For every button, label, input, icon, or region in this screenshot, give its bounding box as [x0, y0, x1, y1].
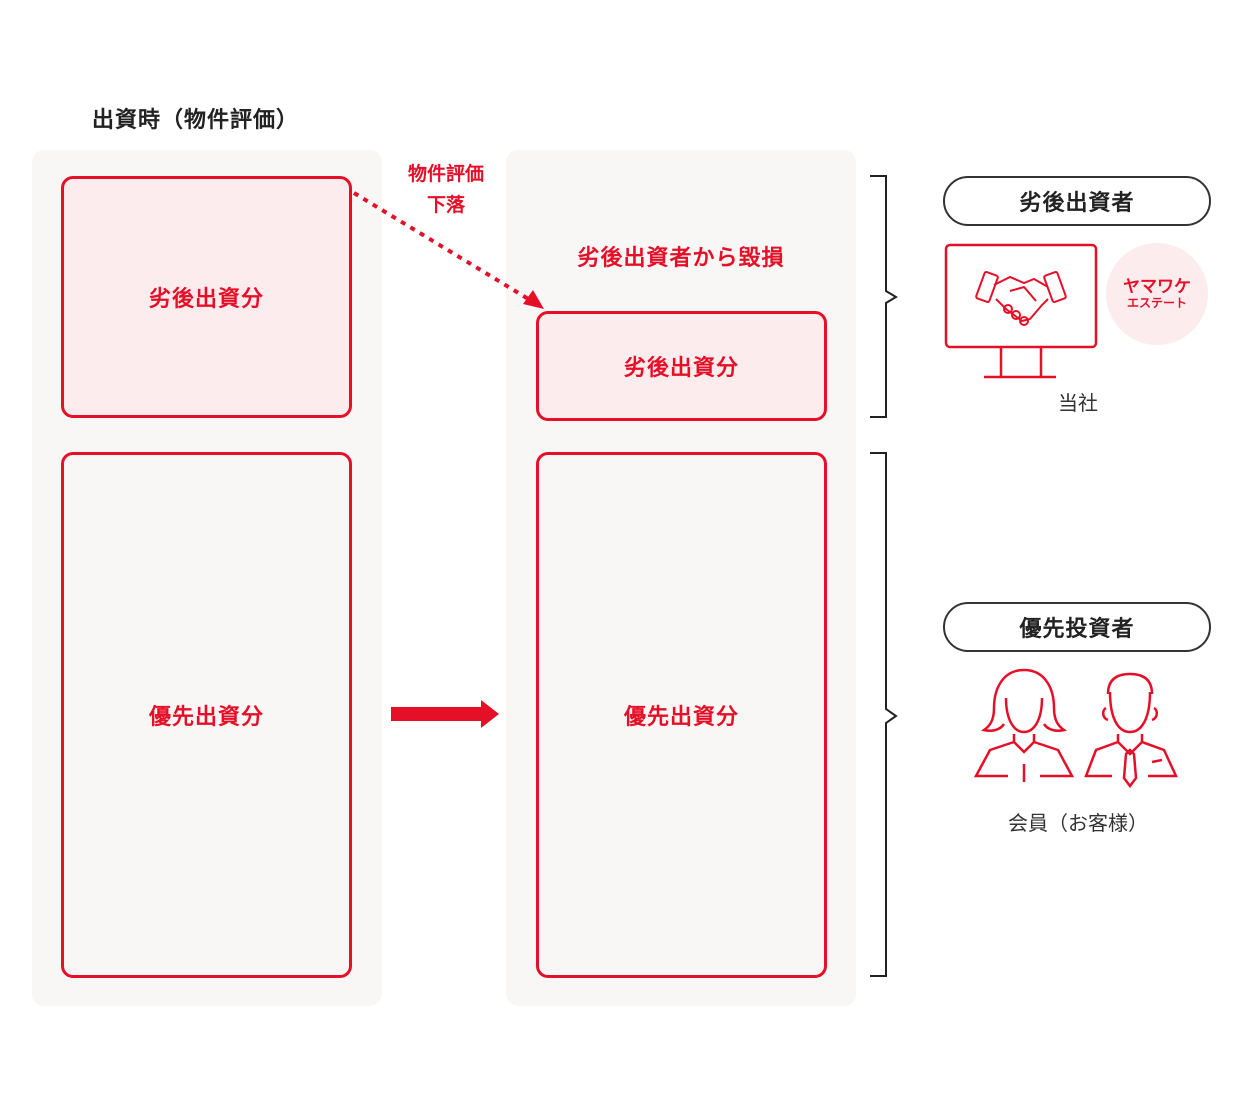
- members-icon: [973, 668, 1178, 789]
- right-senior-label: 優先出資分: [623, 705, 739, 730]
- dotted-arrow: [352, 191, 544, 309]
- solid-arrow: [391, 700, 499, 728]
- woman-icon: [973, 668, 1075, 782]
- logo-line2: エステート: [1126, 295, 1187, 310]
- subordinated-investor-title: 劣後出資者: [1019, 191, 1135, 216]
- right-subordinated-box: 劣後出資分: [536, 311, 827, 421]
- right-senior-box: 優先出資分: [536, 452, 827, 978]
- yamawake-logo: ヤマワケ エステート: [1106, 243, 1208, 345]
- logo-line1: ヤマワケ: [1123, 276, 1191, 297]
- man-icon: [1084, 672, 1178, 789]
- right-subordinated-label: 劣後出資分: [623, 356, 739, 381]
- left-senior-box: 優先出資分: [61, 452, 352, 978]
- subordinated-investor-pill: 劣後出資者: [943, 176, 1211, 226]
- decline-annotation: 物件評価 下落: [386, 159, 506, 221]
- loss-note: 劣後出資者から毀損: [577, 246, 785, 271]
- senior-investor-title: 優先投資者: [1019, 617, 1135, 642]
- members-caption: 会員（お客様）: [1008, 811, 1148, 835]
- left-subordinated-label: 劣後出資分: [148, 287, 264, 312]
- handshake-monitor-icon: [944, 243, 1098, 379]
- bracket-top: [870, 175, 898, 418]
- annotation-line2: 下落: [426, 194, 465, 216]
- page-title: 出資時（物件評価）: [92, 108, 300, 133]
- annotation-line1: 物件評価: [407, 163, 484, 185]
- left-senior-label: 優先出資分: [148, 705, 264, 730]
- right-panel: [506, 150, 856, 1006]
- senior-investor-pill: 優先投資者: [943, 602, 1211, 652]
- bracket-bottom: [870, 452, 898, 977]
- left-subordinated-box: 劣後出資分: [61, 176, 352, 418]
- company-caption: 当社: [1058, 391, 1098, 415]
